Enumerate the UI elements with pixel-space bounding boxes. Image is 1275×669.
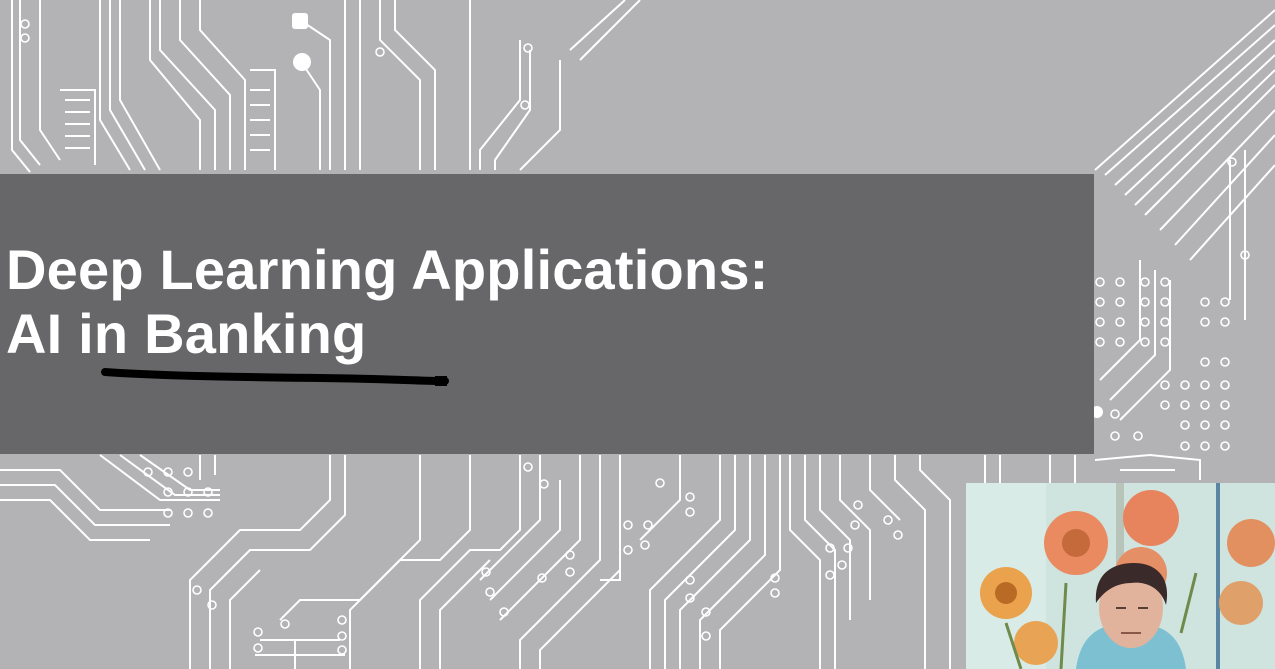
presenter-video-frame bbox=[966, 483, 1275, 669]
slide-title: Deep Learning Applications: AI in Bankin… bbox=[6, 238, 769, 366]
slide-title-line-2: AI in Banking bbox=[6, 302, 367, 365]
title-banner: Deep Learning Applications: AI in Bankin… bbox=[0, 174, 1094, 454]
ink-underline-annotation bbox=[101, 368, 449, 386]
presenter-webcam-video bbox=[966, 483, 1275, 669]
slide-title-line-1: Deep Learning Applications: bbox=[6, 238, 769, 301]
